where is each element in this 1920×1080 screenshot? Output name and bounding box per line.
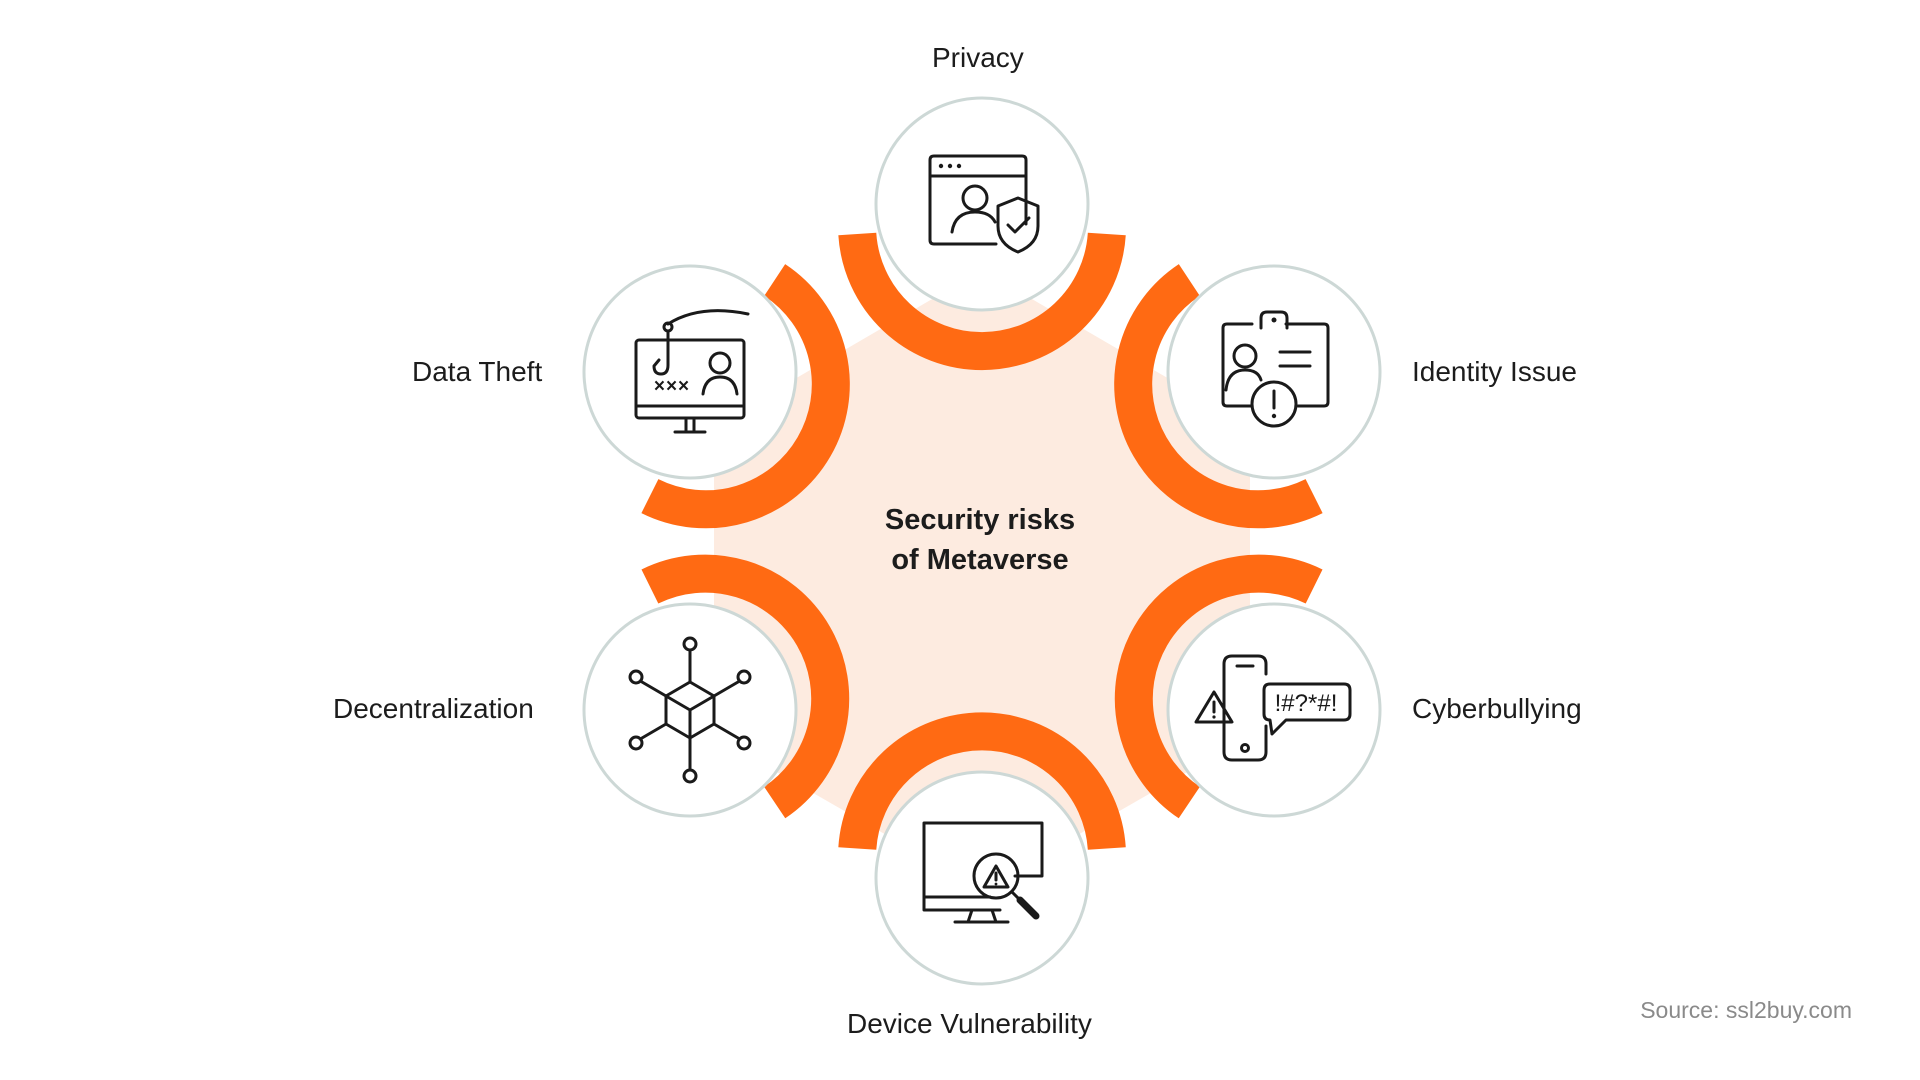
- center-title-line2: of Metaverse: [891, 544, 1069, 576]
- arc-cyberbullying: [1114, 554, 1323, 819]
- node-circle-privacy: [874, 96, 1090, 312]
- arc-identity-issue: [1114, 264, 1323, 529]
- id-badge-alert-icon: [1221, 310, 1330, 428]
- monitor-phishing-hook-icon: [634, 309, 750, 434]
- phone-warning-chat-icon: [1194, 654, 1352, 762]
- arc-decentralization: [641, 554, 850, 819]
- label-identity-issue: Identity Issue: [1412, 356, 1577, 387]
- arc-data-theft: [641, 264, 850, 529]
- label-cyberbullying: Cyberbullying: [1412, 693, 1582, 724]
- node-circle-identity-issue: [1166, 264, 1382, 480]
- label-decentralization: Decentralization: [333, 693, 534, 724]
- node-circle-cyberbullying: [1166, 602, 1382, 818]
- cyberbullying-symbols-icon: !#?*#!: [1275, 690, 1338, 717]
- arc-privacy: [838, 232, 1126, 371]
- arc-device-vulnerability: [838, 712, 1126, 851]
- password-xxx-icon: ×××: [654, 376, 690, 397]
- source-credit: Source: ssl2buy.com: [1640, 997, 1852, 1023]
- privacy-shield-icon: [928, 154, 1040, 254]
- center-hexagon: [714, 270, 1250, 890]
- monitor-magnifier-warning-icon: [922, 821, 1044, 924]
- label-device-vulnerability: Device Vulnerability: [847, 1008, 1092, 1039]
- center-title: Security risks of Metaverse: [830, 500, 1130, 580]
- orange-arcs: [641, 232, 1323, 851]
- node-circle-data-theft: [582, 264, 798, 480]
- label-privacy: Privacy: [932, 42, 1024, 73]
- network-cube-icon: [628, 636, 752, 784]
- center-title-line1: Security risks: [884, 504, 1076, 536]
- node-circle-device-vulnerability: [874, 770, 1090, 986]
- label-data-theft: Data Theft: [412, 356, 543, 387]
